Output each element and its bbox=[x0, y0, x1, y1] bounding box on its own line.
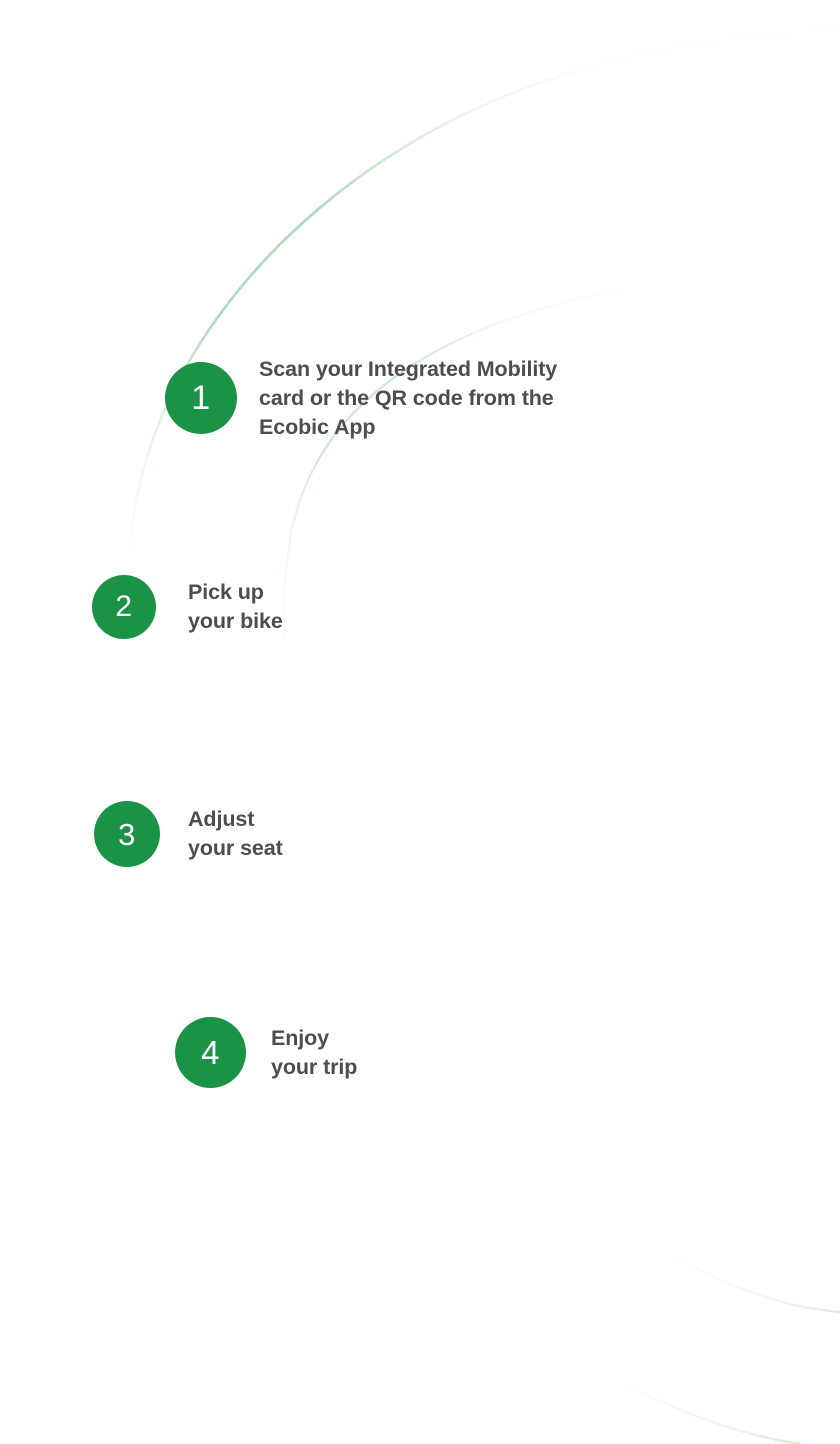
step-label-3: Adjust your seat bbox=[188, 807, 283, 860]
step-item-4[interactable]: 4 Enjoy your trip bbox=[175, 1017, 357, 1088]
step-number-badge-4: 4 bbox=[175, 1017, 246, 1088]
step-item-2[interactable]: 2 Pick up your bike bbox=[92, 575, 283, 639]
step-item-3[interactable]: 3 Adjust your seat bbox=[94, 801, 283, 867]
step-number-3: 3 bbox=[118, 816, 136, 852]
step-label-2: Pick up your bike bbox=[188, 580, 283, 633]
step-label-1: Scan your Integrated Mobility card or th… bbox=[259, 357, 558, 439]
step-item-1[interactable]: 1 Scan your Integrated Mobility card or … bbox=[165, 354, 557, 442]
outer-arc bbox=[127, 28, 840, 1444]
step-number-badge-2: 2 bbox=[92, 575, 156, 639]
step-number-badge-1: 1 bbox=[165, 362, 237, 434]
step-label-4: Enjoy your trip bbox=[271, 1025, 358, 1079]
step-number-2: 2 bbox=[115, 590, 133, 623]
step-number-4: 4 bbox=[201, 1034, 220, 1071]
step-number-1: 1 bbox=[191, 379, 211, 417]
step-number-badge-3: 3 bbox=[94, 801, 160, 867]
